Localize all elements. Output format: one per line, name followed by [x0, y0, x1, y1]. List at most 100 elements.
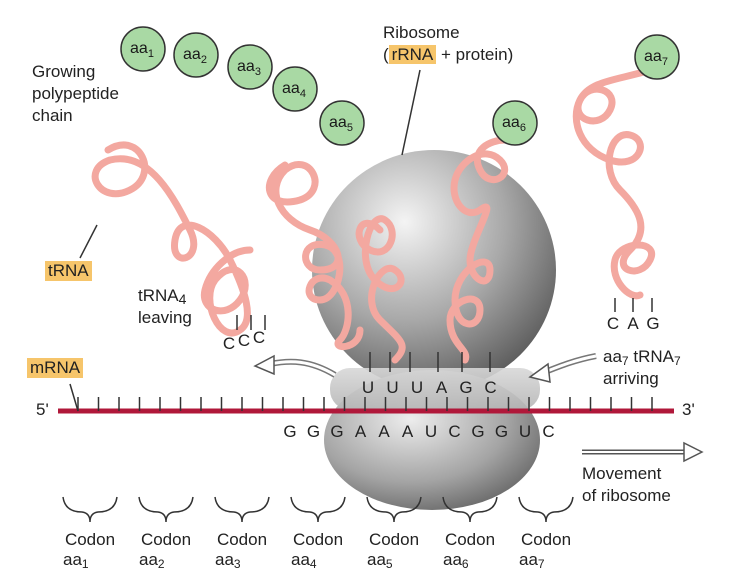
trna7-sub: 7: [673, 354, 681, 368]
ribosome-paren: (: [383, 45, 389, 64]
codon-aa: aa6: [443, 550, 469, 571]
trna-free-left: [91, 141, 254, 337]
mrna-base: G: [330, 422, 343, 441]
codon-brace: [62, 496, 118, 523]
mrna-base: U: [519, 422, 531, 441]
trna7-text: tRNA: [633, 347, 674, 366]
trna4-sub: 4: [178, 291, 187, 307]
mrna-base: G: [471, 422, 484, 441]
codon-word: Codon: [140, 530, 192, 549]
ribosome-rest: + protein): [440, 45, 514, 64]
leaving-base: C: [223, 334, 235, 353]
ribosome-large-subunit: [312, 150, 556, 390]
trna-arriving-arrow: [528, 353, 597, 383]
movement-label-2: of ribosome: [582, 486, 671, 505]
codon-brace: [366, 496, 422, 523]
growing-label-1: Growing: [32, 62, 96, 81]
growing-label-3: chain: [32, 106, 73, 125]
codon-word: Codon: [292, 530, 344, 549]
amino-acid-4: aa4: [272, 66, 318, 112]
aa7-text: aa: [603, 347, 622, 366]
leaving-base: C: [238, 331, 250, 350]
mrna-base: A: [402, 422, 414, 441]
amino-acid-7: aa7: [634, 34, 680, 80]
mrna-base: C: [542, 422, 554, 441]
codon-brace: [518, 496, 574, 523]
codon-aa: aa1: [63, 550, 89, 571]
three-prime-label: 3': [682, 400, 695, 419]
arriving-base: A: [627, 314, 639, 333]
arriving-base: C: [607, 314, 619, 333]
mrna-base: G: [307, 422, 320, 441]
rrna-highlight: rRNA: [388, 45, 437, 64]
growing-label-2: polypeptide: [32, 84, 119, 103]
mrna-base: C: [448, 422, 460, 441]
anticodon-base: U: [386, 378, 398, 397]
amino-acid-label: aa7: [644, 48, 668, 68]
mrna-base: U: [425, 422, 437, 441]
trna-p-site-loop: [355, 215, 406, 364]
codon-brace: [442, 496, 498, 523]
codon-brace: [214, 496, 270, 523]
codon-word: Codon: [368, 530, 420, 549]
five-prime-label: 5': [36, 400, 49, 419]
ribosome-composition-label: (rRNA + protein): [383, 45, 513, 65]
amino-acid-2: aa2: [173, 32, 219, 78]
anticodon-base: C: [484, 378, 496, 397]
movement-label-1: Movement: [582, 464, 662, 483]
amino-acid-1: aa1: [120, 26, 166, 72]
codon-aa: aa4: [291, 550, 317, 571]
movement-arrow: [582, 441, 704, 463]
codon-aa: aa3: [215, 550, 241, 571]
codon-aa: aa2: [139, 550, 165, 571]
amino-acid-label: aa1: [130, 40, 154, 60]
anticodon-base: G: [459, 378, 472, 397]
mrna-strand: [58, 397, 674, 414]
aa7-sub: 7: [621, 354, 629, 368]
codon-braces: [62, 496, 574, 523]
mrna-base: A: [355, 422, 367, 441]
mrna-base: G: [283, 422, 296, 441]
anticodon-base: A: [436, 378, 448, 397]
amino-acid-3: aa3: [227, 44, 273, 90]
trna-aa6: [446, 136, 509, 364]
leader-lines: [69, 69, 421, 412]
amino-acid-label: aa6: [502, 114, 526, 134]
leaving-base: C: [253, 328, 265, 347]
codon-brace: [290, 496, 346, 523]
anticodon-base: U: [411, 378, 423, 397]
amino-acid-5: aa5: [319, 100, 365, 146]
codon-word: Codon: [520, 530, 572, 549]
mrna-label: mRNA: [27, 358, 84, 378]
codon-brace: [138, 496, 194, 523]
aa7-arriving-label-1: aa7 tRNA7: [603, 347, 681, 371]
codon-word: Codon: [216, 530, 268, 549]
trna-label: tRNA: [45, 261, 92, 281]
codon-aa: aa7: [519, 550, 545, 571]
anticodon-base: U: [362, 378, 374, 397]
codon-word: Codon: [64, 530, 116, 549]
trna-leaving: [265, 161, 364, 351]
trna4-leaving-label-2: leaving: [138, 308, 192, 327]
amino-acid-label: aa5: [329, 114, 353, 134]
trna4-leaving-label-1: tRNA4: [138, 286, 186, 309]
amino-acid-6: aa6: [492, 100, 538, 146]
arriving-base: G: [646, 314, 659, 333]
mrna-base: G: [495, 422, 508, 441]
mrna-base: A: [378, 422, 390, 441]
base-pair-lines: [236, 298, 653, 372]
amino-acid-label: aa2: [183, 46, 207, 66]
